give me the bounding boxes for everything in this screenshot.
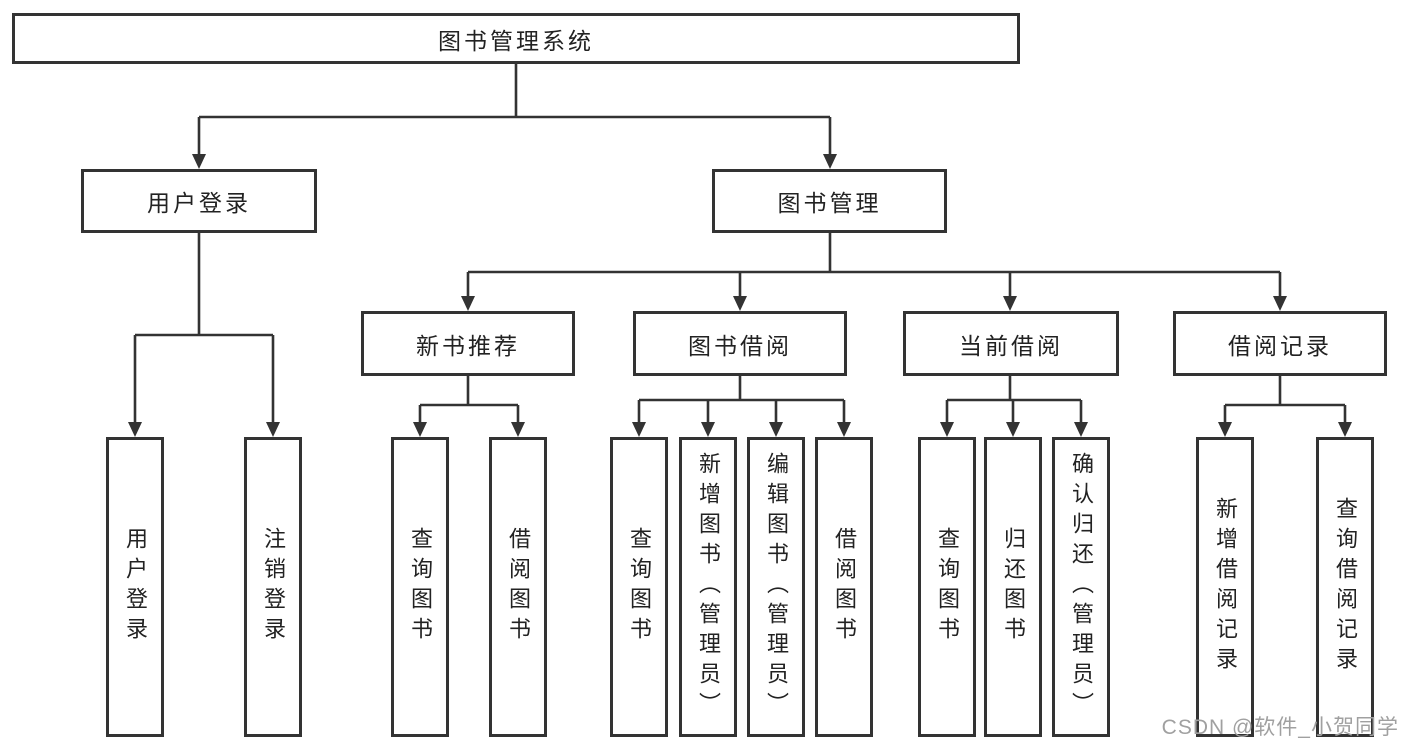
leaf-borrow-edit-books-label: 编辑图书（管理员） [764,452,789,722]
leaf-borrow-borrow-books-label: 借阅图书 [832,527,857,647]
connector-strokes [133,64,1347,424]
leaf-logout-label: 注销登录 [261,527,286,647]
node-root-label: 图书管理系统 [438,27,594,54]
leaf-current-return-books-label: 归还图书 [1001,527,1026,647]
node-current-borrow: 当前借阅 [903,311,1119,376]
node-book-management: 图书管理 [712,169,947,233]
leaf-records-add-record-label: 新增借阅记录 [1213,497,1238,677]
leaf-logout: 注销登录 [244,437,302,737]
leaf-current-return-books: 归还图书 [984,437,1042,737]
node-borrow-records: 借阅记录 [1173,311,1387,376]
leaf-recommend-query-books-label: 查询图书 [408,527,433,647]
node-book-management-label: 图书管理 [777,190,882,216]
node-current-borrow-label: 当前借阅 [959,332,1063,359]
node-new-book-recommend: 新书推荐 [361,311,575,376]
leaf-records-add-record: 新增借阅记录 [1196,437,1254,737]
leaf-records-query-record: 查询借阅记录 [1316,437,1374,737]
leaf-current-confirm-return: 确认归还（管理员） [1052,437,1110,737]
leaf-borrow-query-books: 查询图书 [610,437,668,737]
leaf-current-query-books-label: 查询图书 [935,527,960,647]
leaf-user-login: 用户登录 [106,437,164,737]
node-user-login: 用户登录 [81,169,317,233]
leaf-borrow-edit-books: 编辑图书（管理员） [747,437,805,737]
leaf-borrow-borrow-books: 借阅图书 [815,437,873,737]
node-root: 图书管理系统 [12,13,1020,64]
leaf-borrow-query-books-label: 查询图书 [627,527,652,647]
leaf-records-query-record-label: 查询借阅记录 [1333,497,1358,677]
leaf-recommend-query-books: 查询图书 [391,437,449,737]
leaf-current-query-books: 查询图书 [918,437,976,737]
leaf-borrow-add-books: 新增图书（管理员） [679,437,737,737]
leaf-current-confirm-return-label: 确认归还（管理员） [1069,452,1094,722]
leaf-recommend-borrow-books: 借阅图书 [489,437,547,737]
node-new-book-recommend-label: 新书推荐 [416,332,520,359]
node-book-borrow: 图书借阅 [633,311,847,376]
leaf-user-login-label: 用户登录 [123,527,148,647]
node-user-login-label: 用户登录 [147,190,251,216]
csdn-watermark: CSDN @软件_小贺同学 [1161,716,1399,739]
node-borrow-records-label: 借阅记录 [1228,332,1332,359]
node-book-borrow-label: 图书借阅 [688,332,792,359]
leaf-recommend-borrow-books-label: 借阅图书 [506,527,531,647]
leaf-borrow-add-books-label: 新增图书（管理员） [696,452,721,722]
arrowheads [128,154,1352,437]
